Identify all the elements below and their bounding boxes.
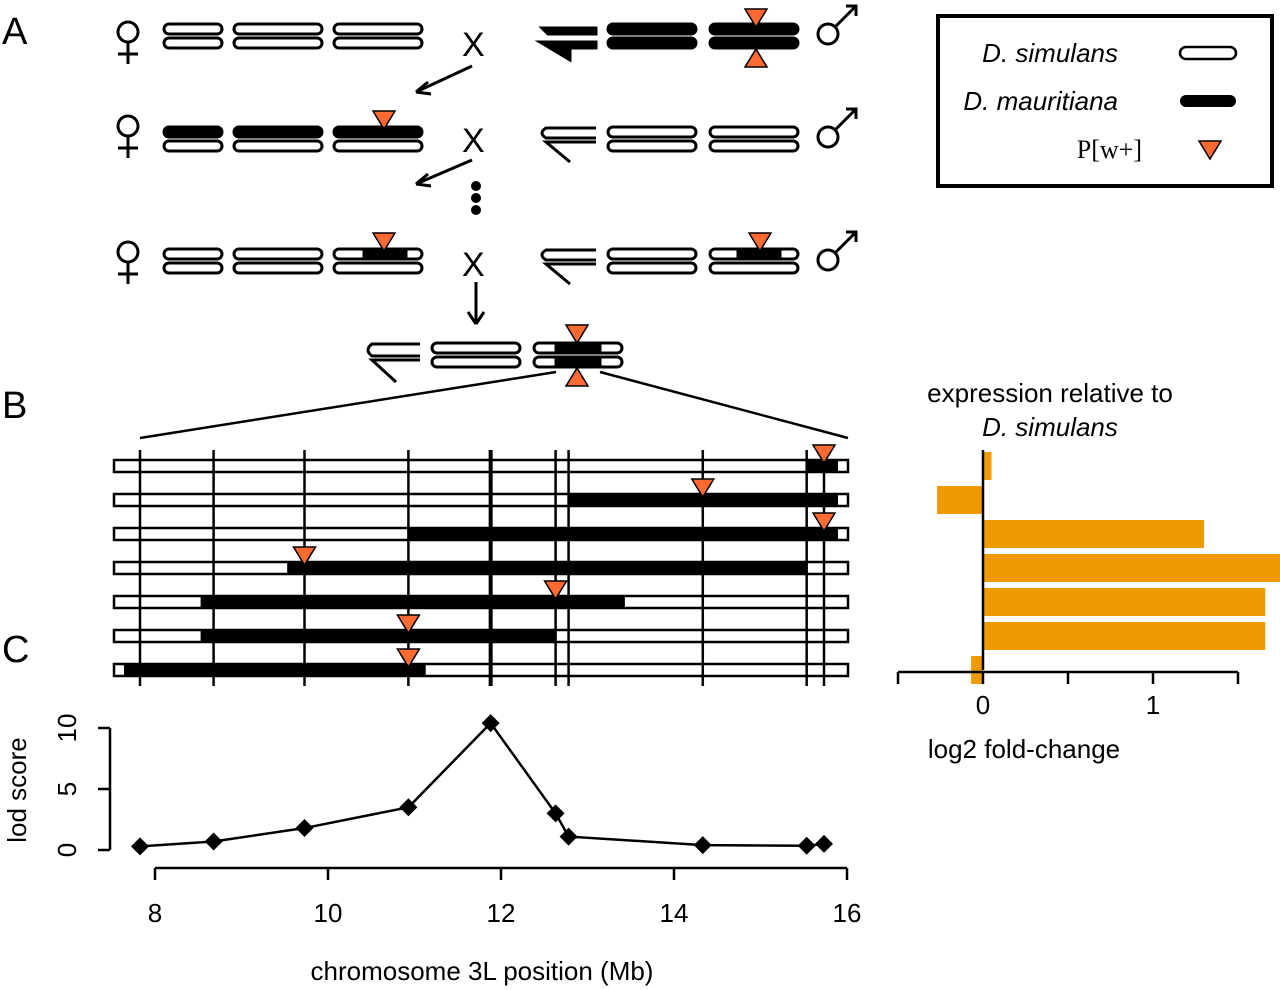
mauritiana-segment (408, 528, 838, 540)
lod-point (295, 819, 314, 838)
legend: D. simulans D. mauritiana P[w+] (936, 14, 1274, 188)
expr-subtitle: D. simulans (982, 412, 1118, 442)
panel-label-c: C (2, 629, 29, 671)
zoom-line (139, 370, 557, 440)
p-element-marker (744, 48, 768, 68)
male-symbol-icon (816, 230, 858, 272)
x-tick-label: 10 (314, 898, 343, 928)
x-tick-label: 0 (976, 690, 990, 720)
lod-point (559, 827, 578, 846)
cross-symbol: X (462, 26, 485, 64)
x-tick-label: 14 (660, 898, 689, 928)
legend-swatch-hollow (1178, 45, 1238, 61)
mauritiana-segment (124, 664, 426, 676)
lod-point (204, 832, 223, 851)
expression-bar (983, 588, 1266, 616)
lod-point (693, 836, 712, 855)
female-symbol-icon (116, 114, 140, 158)
legend-label-simulans: D. simulans (982, 38, 1118, 68)
y-tick-label: 5 (52, 782, 82, 796)
mauritiana-segment (287, 562, 807, 574)
panel-label-b: B (2, 385, 27, 427)
crossing-scheme: X X (116, 4, 858, 440)
introgression-line (112, 458, 850, 474)
expression-chart: expression relative to D. simulans log2 … (896, 378, 1280, 764)
mauritiana-segment (806, 460, 838, 472)
lod-point (131, 837, 149, 856)
lod-point (399, 798, 418, 817)
female-symbol-icon (116, 240, 140, 284)
introgression-lines (112, 444, 850, 686)
chromosome-pair (162, 22, 424, 50)
lod-point (815, 834, 833, 853)
x-tick-label: 1 (1146, 690, 1160, 720)
lod-line (139, 721, 825, 848)
expression-bar (983, 452, 992, 480)
chromosome-pair (162, 247, 424, 275)
panel-label-a: A (2, 11, 28, 53)
cross-symbol: X (462, 246, 485, 284)
legend-label-mauritiana: D. mauritiana (963, 86, 1118, 116)
legend-swatch-solid (1180, 95, 1236, 107)
expression-bar (937, 486, 983, 514)
lod-point (546, 804, 565, 823)
expression-bar (983, 520, 1204, 548)
x-tick-label: 16 (833, 898, 862, 928)
arrow (415, 158, 473, 186)
expression-bar (983, 554, 1280, 582)
cross-symbol: X (462, 122, 485, 160)
y-tick-label: 10 (52, 714, 82, 743)
lod-xlabel: chromosome 3L position (Mb) (311, 956, 654, 986)
male-symbol-icon (816, 4, 858, 46)
chromosome-pair (540, 247, 800, 286)
lod-point (481, 714, 500, 733)
x-tick-label: 8 (148, 898, 162, 928)
lod-ylabel: lod score (2, 737, 32, 843)
y-tick-label: 0 (52, 843, 82, 857)
lod-score-chart: lod score chromosome 3L position (Mb) 8 1… (2, 714, 861, 986)
zoom-line (599, 370, 849, 440)
legend-label-pelement: P[w+] (1077, 135, 1142, 164)
chromosome-pair-mauritiana (534, 22, 800, 63)
ellipsis-dot (471, 181, 481, 191)
arrow (415, 64, 473, 94)
male-symbol-icon (816, 107, 858, 149)
chromosome-pair (540, 125, 800, 164)
x-tick-label: 12 (487, 898, 516, 928)
expr-xlabel: log2 fold-change (928, 734, 1120, 764)
lod-point (797, 836, 816, 855)
chromosome-pair (162, 125, 424, 153)
mauritiana-segment (200, 596, 625, 608)
expression-bar (971, 656, 983, 684)
expr-title: expression relative to (927, 378, 1173, 408)
expression-bar (983, 622, 1266, 650)
female-symbol-icon (116, 20, 140, 64)
chromosome-pair-result (366, 341, 624, 384)
mauritiana-segment (200, 630, 556, 642)
